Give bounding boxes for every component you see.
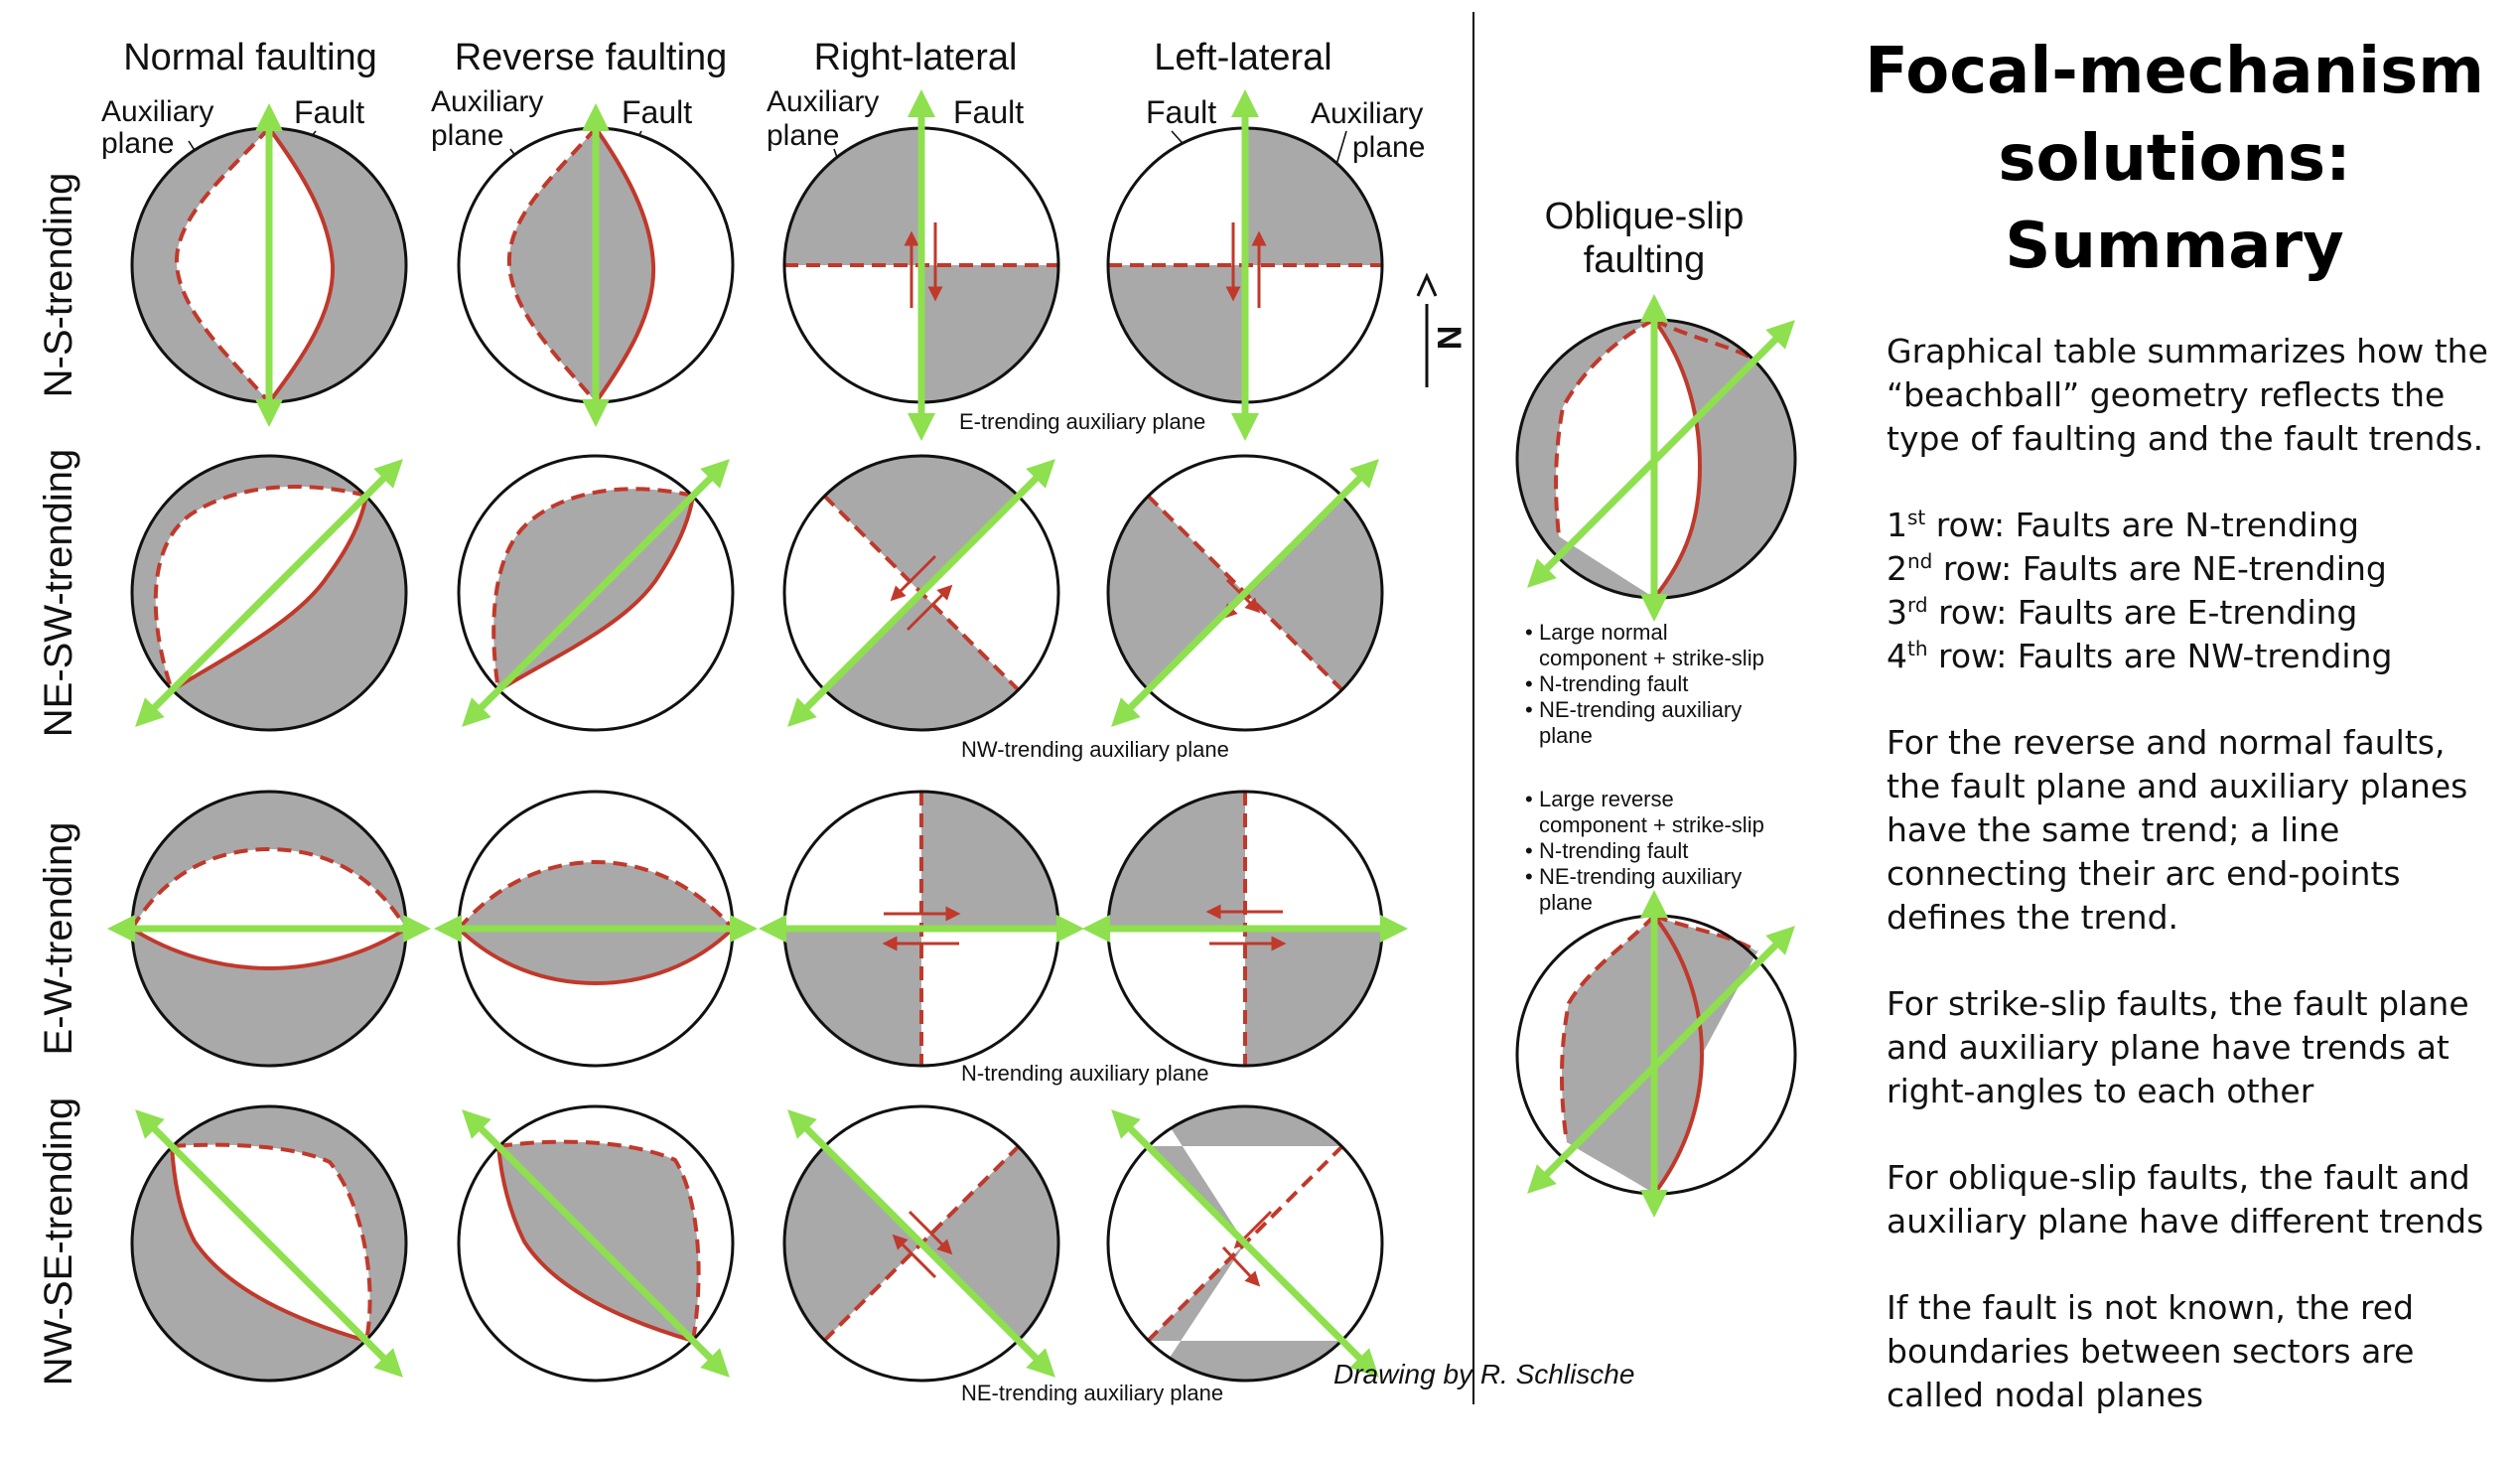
beachball-right-lateral-nwse (782, 1104, 1060, 1383)
callout-right-aux-2: plane (767, 119, 839, 152)
oblique-bullets-a: • Large normal component + strike-slip •… (1525, 620, 1764, 748)
row-label-nwse: NW-SE-trending (37, 1097, 80, 1386)
beachball-oblique-normal (1515, 294, 1797, 622)
beachball-normal-nwse (130, 1104, 408, 1383)
callout-reverse-aux-2: plane (431, 119, 503, 152)
svg-text:•: • (1525, 620, 1533, 645)
svg-text:component + strike-slip: component + strike-slip (1539, 646, 1764, 670)
oblique-bullets-b: • Large reverse component + strike-slip … (1525, 787, 1764, 915)
summary-reverse-normal: For the reverse and normal faults, the f… (1887, 723, 2468, 937)
oblique-title-line1: Oblique-slip (1545, 196, 1745, 237)
beachball-reverse-ns (457, 103, 735, 427)
svg-text:•: • (1525, 838, 1533, 863)
svg-text:component + strike-slip: component + strike-slip (1539, 812, 1764, 837)
aux-note-row3: N-trending auxiliary plane (961, 1061, 1208, 1086)
beachball-normal-nesw (130, 454, 408, 732)
row-note-4: 4th row: Faults are NW-trending (1887, 637, 2393, 675)
row-label-ew: E-W-trending (37, 822, 80, 1056)
beachball-left-lateral-nesw (1106, 454, 1384, 732)
summary-row-notes: 1st row: Faults are N-trending 2nd row: … (1887, 504, 2492, 678)
row-label-nesw: NE-SW-trending (37, 449, 80, 737)
aux-note-row2: NW-trending auxiliary plane (961, 737, 1229, 762)
summary-title-line2: solutions: Summary (1998, 122, 2351, 283)
aux-note-row4: NE-trending auxiliary plane (961, 1381, 1223, 1405)
row-note-1: 1st row: Faults are N-trending (1887, 506, 2359, 544)
column-header-reverse: Reverse faulting (455, 37, 728, 78)
callout-normal-aux-1: Auxiliary (101, 95, 213, 128)
oblique-title-line2: faulting (1584, 239, 1706, 281)
beachball-normal-ns (130, 103, 408, 427)
svg-text:•: • (1525, 787, 1533, 811)
beachball-right-lateral-ew (759, 790, 1084, 1068)
svg-text:Large normal: Large normal (1539, 620, 1668, 645)
svg-text:plane: plane (1539, 890, 1593, 915)
summary-nodal-planes: If the fault is not known, the red bound… (1887, 1288, 2415, 1414)
row-label-ns: N-S-trending (37, 173, 80, 398)
beachball-reverse-nwse (457, 1104, 735, 1383)
svg-text:•: • (1525, 864, 1533, 889)
svg-text:Large reverse: Large reverse (1539, 787, 1674, 811)
beachball-left-lateral-ns (1106, 89, 1384, 441)
aux-note-row1: E-trending auxiliary plane (959, 409, 1205, 434)
summary-intro: Graphical table summarizes how the “beac… (1887, 332, 2488, 458)
callout-right-aux-1: Auxiliary (767, 85, 879, 118)
svg-text:•: • (1525, 697, 1533, 722)
summary-panel: Focal-mechanism solutions: Summary Graph… (1857, 28, 2492, 1460)
drawing-credit: Drawing by R. Schlische (1333, 1359, 1635, 1389)
svg-text:plane: plane (1539, 723, 1593, 748)
callout-normal-aux-2: plane (101, 127, 174, 160)
summary-oblique-slip: For oblique-slip faults, the fault and a… (1887, 1158, 2484, 1241)
svg-text:N-trending fault: N-trending fault (1539, 838, 1688, 863)
svg-text:NE-trending auxiliary: NE-trending auxiliary (1539, 864, 1742, 889)
column-header-left-lateral: Left-lateral (1154, 37, 1332, 78)
summary-strike-slip: For strike-slip faults, the fault plane … (1887, 984, 2469, 1110)
row-note-3: 3rd row: Faults are E-trending (1887, 593, 2358, 632)
column-header-right-lateral: Right-lateral (814, 37, 1018, 78)
svg-text:•: • (1525, 671, 1533, 696)
svg-text:N: N (1430, 326, 1468, 351)
callout-right-fault: Fault (953, 94, 1024, 130)
callout-reverse-fault: Fault (622, 94, 692, 130)
callout-reverse-aux-1: Auxiliary (431, 85, 543, 118)
beachball-normal-ew (107, 790, 431, 1068)
beachball-left-lateral-nwse (1106, 1104, 1384, 1383)
summary-title-line1: Focal-mechanism (1865, 35, 2484, 108)
column-header-normal: Normal faulting (123, 37, 377, 78)
summary-title: Focal-mechanism solutions: Summary (1857, 28, 2492, 290)
beachball-reverse-nesw (457, 454, 735, 732)
callout-left-aux-1: Auxiliary (1311, 97, 1423, 130)
row-note-2: 2nd row: Faults are NE-trending (1887, 549, 2387, 588)
svg-text:NE-trending auxiliary: NE-trending auxiliary (1539, 697, 1742, 722)
beachball-oblique-reverse (1515, 890, 1797, 1218)
callout-normal-fault: Fault (294, 94, 364, 130)
beachball-reverse-ew (434, 790, 758, 1068)
callout-left-aux-2: plane (1352, 131, 1425, 164)
focal-mechanism-diagram: Normal faulting Reverse faulting Right-l… (37, 12, 1797, 1405)
beachball-grid (107, 89, 1408, 1383)
beachball-left-lateral-ew (1082, 790, 1408, 1068)
beachball-right-lateral-nesw (782, 454, 1060, 732)
callout-left-fault: Fault (1146, 94, 1216, 130)
north-arrow-icon: N (1416, 272, 1468, 387)
svg-text:N-trending fault: N-trending fault (1539, 671, 1688, 696)
